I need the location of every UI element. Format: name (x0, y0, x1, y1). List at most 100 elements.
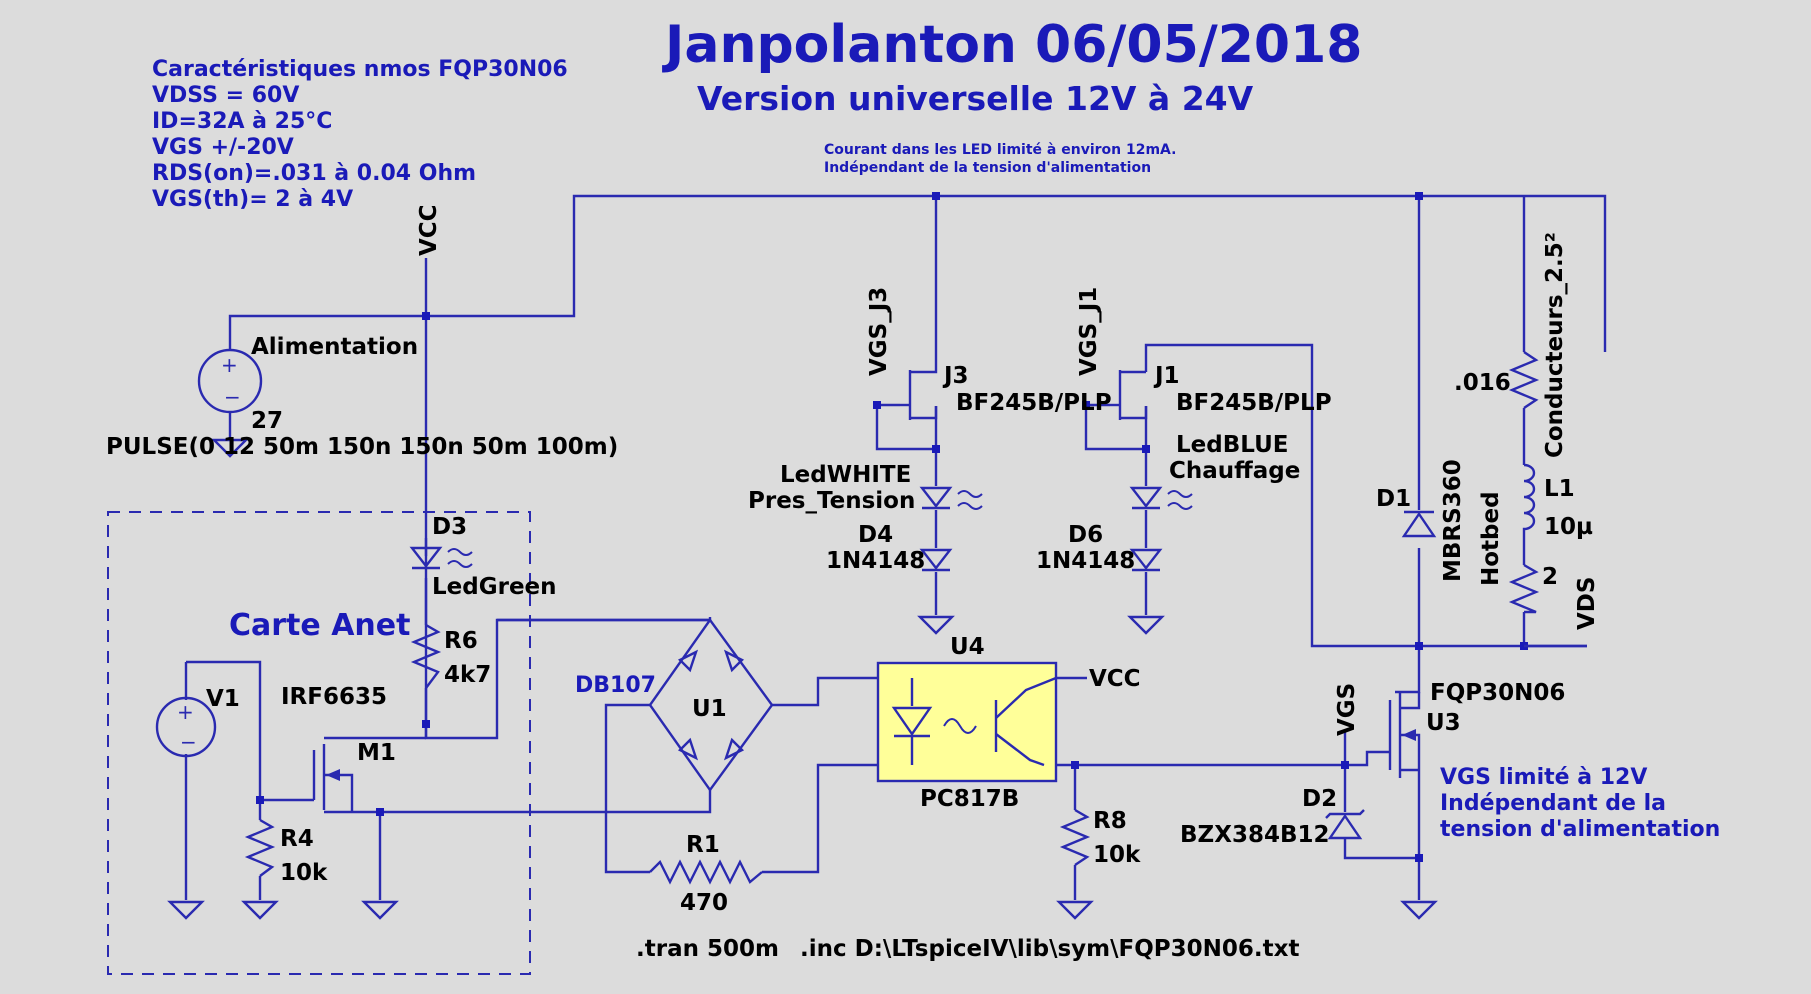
l1-value: 10µ (1544, 514, 1593, 540)
vgs-u3-net-label: VGS (1334, 683, 1360, 736)
vgs-note: Indépendant de la (1440, 791, 1666, 816)
vgs-note: VGS limité à 12V (1440, 765, 1647, 790)
svg-text:−: − (224, 385, 241, 409)
r1-name: R1 (686, 832, 720, 858)
ground-icon (1400, 900, 1438, 920)
v1-source: + − (155, 696, 217, 758)
ground-icon (167, 900, 205, 920)
d1-name: D1 (1376, 486, 1411, 512)
j1-name: J1 (1153, 363, 1180, 389)
r1-resistor (649, 859, 763, 885)
d1-model: MBRS360 (1440, 459, 1466, 582)
tran-directive: .tran 500m (636, 936, 779, 962)
svg-text:−: − (180, 730, 197, 754)
u4-model: PC817B (920, 786, 1019, 812)
u4-vcc-label: VCC (1089, 666, 1141, 692)
page-title: Janpolanton 06/05/2018 (662, 15, 1362, 75)
supply-name: Alimentation (251, 334, 418, 360)
r4-name: R4 (280, 826, 314, 852)
led-current-note: Courant dans les LED limité à environ 12… (824, 142, 1176, 158)
d4-diode (919, 548, 953, 572)
supply-source: + − (197, 348, 263, 414)
ground-icon (211, 438, 249, 458)
r6-resistor (410, 623, 442, 689)
d1-diode (1401, 510, 1437, 538)
d6-diode (1129, 548, 1163, 572)
svg-text:+: + (221, 353, 238, 377)
u4-optocoupler (876, 661, 1058, 783)
spec-line: ID=32A à 25°C (152, 109, 332, 134)
j1-jfet (1110, 370, 1148, 420)
page-subtitle: Version universelle 12V à 24V (697, 79, 1254, 118)
spec-line: Caractéristiques nmos FQP30N06 (152, 57, 568, 82)
r8-resistor (1059, 808, 1091, 866)
d2-model: BZX384B12 (1180, 822, 1330, 848)
spec-line: VGS(th)= 2 à 4V (152, 187, 353, 212)
inc-directive: .inc D:\LTspiceIV\lib\sym\FQP30N06.txt (800, 936, 1299, 962)
d6-name: D6 (1068, 522, 1103, 548)
j1-model: BF245B/PLP (1176, 390, 1332, 416)
ground-icon (1127, 615, 1165, 635)
u3-name: U3 (1426, 710, 1461, 736)
spec-line: VGS +/-20V (152, 135, 294, 160)
hotbed-resistor (1508, 563, 1540, 614)
r1-value: 470 (680, 890, 728, 916)
ground-icon (917, 615, 955, 635)
v1-name: V1 (206, 686, 240, 712)
spec-line: VDSS = 60V (152, 83, 299, 108)
j3-model: BF245B/PLP (956, 390, 1112, 416)
m1-name: M1 (357, 740, 396, 766)
m1-mosfet (312, 736, 354, 814)
l1-inductor (1522, 463, 1536, 532)
r4-resistor (244, 818, 276, 877)
ground-icon (361, 900, 399, 920)
d3-led (409, 546, 473, 570)
d4-model: 1N4148 (826, 548, 925, 574)
u1-name: U1 (692, 696, 727, 722)
vgs-j3-net-label: VGS_J3 (866, 287, 892, 376)
hotbed-value: 2 (1542, 564, 1558, 590)
ground-symbols (167, 438, 1438, 920)
u3-mosfet (1388, 692, 1421, 778)
d2-name: D2 (1302, 786, 1337, 812)
u3-model: FQP30N06 (1430, 680, 1565, 706)
u1-model: DB107 (575, 673, 656, 698)
r8-value: 10k (1093, 842, 1141, 868)
carte-anet-box (107, 511, 531, 975)
r4-value: 10k (280, 860, 328, 886)
ground-icon (1056, 900, 1094, 920)
carte-anet-label: Carte Anet (229, 608, 410, 643)
led-blue-model: LedBLUE (1176, 432, 1288, 458)
led-blue (1129, 486, 1193, 510)
mosfet-specs: Caractéristiques nmos FQP30N06 VDSS = 60… (152, 57, 568, 212)
cond-name: Conducteurs_2.5² (1542, 232, 1568, 458)
m1-model: IRF6635 (281, 684, 387, 710)
svg-text:+: + (177, 700, 194, 724)
vds-net-label: VDS (1574, 577, 1600, 630)
d6-model: 1N4148 (1036, 548, 1135, 574)
j3-jfet (900, 352, 938, 420)
vgs-note: tension d'alimentation (1440, 817, 1720, 842)
r8-name: R8 (1093, 808, 1127, 834)
led-white-label: Pres_Tension (748, 488, 915, 514)
l1-name: L1 (1544, 476, 1575, 502)
cond-value: .016 (1454, 370, 1511, 396)
u1-bridge (648, 619, 774, 793)
r6-name: R6 (444, 628, 478, 654)
ground-icon (241, 900, 279, 920)
d4-name: D4 (858, 522, 893, 548)
r6-value: 4k7 (444, 662, 491, 688)
led-white-model: LedWHITE (780, 462, 911, 488)
d2-zener (1325, 809, 1365, 840)
spec-line: RDS(on)=.031 à 0.04 Ohm (152, 161, 476, 186)
led-white (919, 486, 983, 510)
led-current-note: Indépendant de la tension d'alimentation (824, 160, 1151, 176)
d3-model: LedGreen (432, 574, 557, 600)
u4-name: U4 (950, 634, 985, 660)
led-blue-label: Chauffage (1169, 458, 1300, 484)
wires (184, 194, 1607, 900)
conductors-resistor (1508, 351, 1540, 409)
hotbed-name: Hotbed (1478, 491, 1504, 586)
